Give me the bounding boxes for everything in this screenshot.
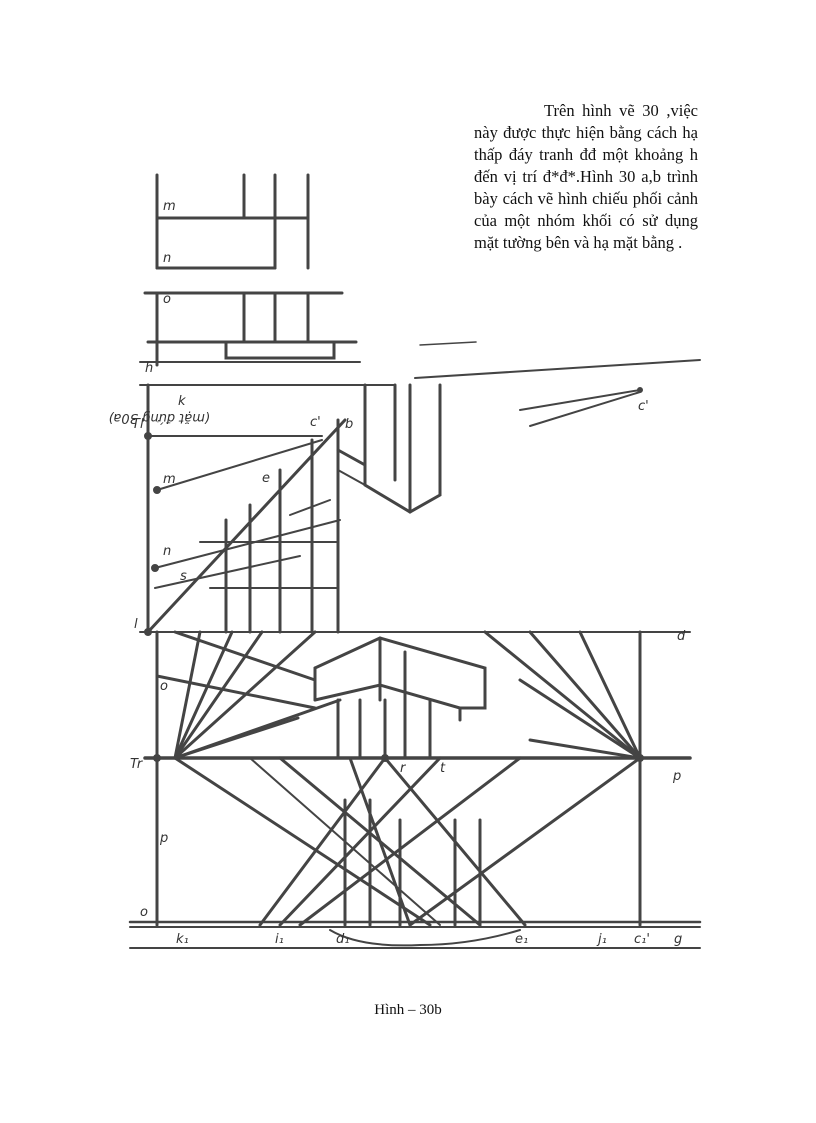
label-s: s — [180, 569, 187, 584]
label-i1: i₁ — [275, 932, 284, 947]
label-t: t — [440, 761, 446, 776]
label-g: g — [674, 932, 682, 947]
figure-caption: Hình – 30b — [374, 1002, 442, 1018]
label-k1: k₁ — [176, 932, 189, 947]
label-r: r — [400, 761, 407, 776]
label-o3: o — [140, 905, 148, 920]
label-p: p — [672, 769, 681, 784]
label-e: e — [262, 471, 270, 486]
label-l: l — [134, 617, 138, 632]
label-p2: p — [159, 831, 168, 846]
label-n2: n — [163, 544, 171, 559]
body-paragraph: Trên hình vẽ 30 ,việc này được thực hiện… — [474, 100, 698, 254]
figure-labels: m n o h k Tl c' b m e n s l d o Tr r t p… — [108, 199, 686, 947]
top-elevation — [139, 173, 361, 367]
label-m: m — [163, 199, 176, 214]
elev-plinth — [224, 340, 336, 360]
label-e1: e₁ — [515, 932, 528, 947]
label-tr: Tr — [130, 757, 144, 772]
label-d1: d₁ — [336, 932, 349, 947]
label-o: o — [163, 292, 171, 307]
lower-perspective — [128, 630, 702, 949]
label-c1: c' — [310, 415, 321, 430]
label-m2: m — [163, 472, 176, 487]
label-n: n — [163, 251, 171, 266]
mirrored-label: (mặt đứng 30a) — [108, 410, 210, 425]
label-j1: j₁ — [596, 932, 607, 947]
label-c1-right: c' — [638, 399, 649, 414]
label-b: b — [345, 417, 353, 432]
label-d: d — [677, 629, 686, 644]
label-tl: Tl — [132, 417, 144, 432]
label-k: k — [178, 394, 186, 409]
label-h: h — [145, 361, 153, 376]
label-c1-bottom: c₁' — [634, 932, 650, 947]
side-wall-section — [139, 383, 442, 636]
horizon-fragments — [414, 341, 701, 427]
label-o2: o — [160, 679, 168, 694]
paragraph-text: Trên hình vẽ 30 ,việc này được thực hiện… — [474, 101, 698, 252]
